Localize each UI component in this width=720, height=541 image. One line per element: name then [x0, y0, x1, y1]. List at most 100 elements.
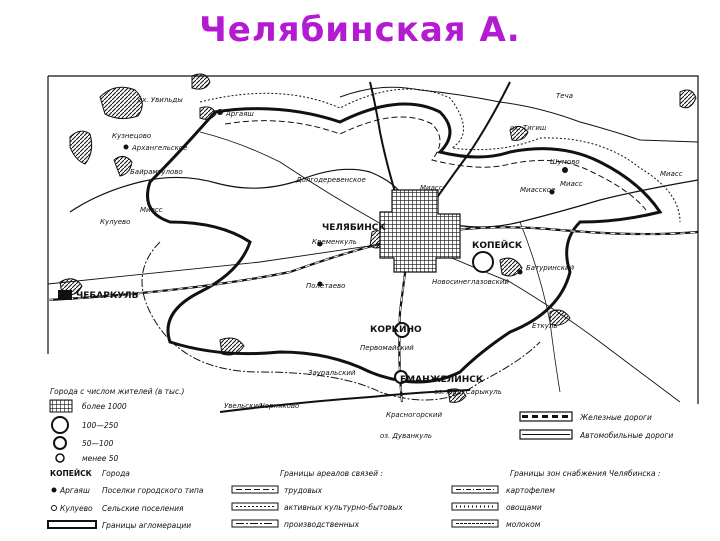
legend-tie-labor-swatch — [231, 485, 279, 494]
label-sarykul: оз. Мал. Сарыкуль — [434, 388, 502, 396]
map-border — [47, 75, 699, 404]
legend-road-label: Автомобильные дороги — [579, 431, 673, 440]
label-miasskoe: Миасское — [520, 186, 555, 194]
label-korkino: КОРКИНО — [370, 325, 422, 335]
legend-size-100: 100—250 — [82, 421, 118, 430]
river-tributary-line — [519, 221, 561, 393]
river-label-miass-center: Миасс — [420, 184, 443, 192]
chebarkul-marker — [58, 290, 72, 300]
river-label-miass-east: Миасс — [660, 170, 683, 178]
legend-pgt-sample: Аргаяш — [59, 486, 90, 495]
legend-size-1000: более 1000 — [82, 402, 127, 411]
legend-town-label: Города — [102, 469, 130, 478]
label-kremenkul: Кременкуль — [312, 238, 357, 246]
label-argayash: Аргаяш — [225, 110, 254, 118]
label-zauralsky: Зауральский — [308, 369, 356, 377]
label-etkul: Еткуль — [532, 322, 557, 330]
legend-tie-production: производственных — [284, 520, 360, 529]
label-poletaevo: Полетаево — [306, 282, 345, 290]
arkhangelskoe-marker — [123, 144, 129, 150]
legend-size-small: менее 50 — [82, 454, 119, 463]
shumovo-marker — [562, 167, 568, 173]
legend-agglo-swatch — [47, 520, 97, 529]
road-southeast — [409, 239, 681, 403]
legend-ties-header: Границы ареалов связей : — [280, 469, 383, 478]
river-label-miass-west: Миасс — [140, 206, 163, 214]
korkino-marker — [394, 322, 410, 338]
label-kulyevo: Кулуево — [100, 218, 130, 226]
legend-road-swatch — [519, 429, 573, 440]
lake-west — [69, 130, 93, 165]
label-chelyabinsk: ЧЕЛЯБИНСК — [322, 223, 386, 233]
lake-sarykul — [447, 388, 467, 403]
lake-east — [499, 257, 523, 277]
label-kopeysk: КОПЕЙСК — [472, 239, 523, 251]
legend-rail-label: Железные дороги — [579, 413, 652, 422]
yemanzhelinsk-marker — [394, 370, 408, 384]
legend-supply-header: Границы зон снабжения Челябинска : — [510, 469, 661, 478]
kremenkul-marker — [317, 241, 323, 247]
legend-tie-culture: активных культурно-бытовых — [284, 503, 403, 512]
legend-tie-culture-swatch — [231, 502, 279, 511]
legend-supply-vegetables-swatch — [451, 502, 499, 511]
slide-title: Челябинская А. — [199, 10, 521, 50]
lake-bayramgulovo — [113, 156, 133, 177]
road-northwest — [199, 131, 411, 241]
production-ties-boundary — [141, 241, 541, 401]
label-novosineglazovo: Новосинеглазовский — [432, 278, 509, 286]
label-shumovo: Шумово — [550, 158, 580, 166]
lake-south — [219, 337, 245, 356]
legend-rural-sample: Кулуево — [60, 504, 93, 513]
river-label-techa: Теча — [556, 92, 573, 100]
legend-cities-header: Города с числом жителей (в тыс.) — [50, 387, 184, 396]
legend-rural-dot — [51, 505, 57, 511]
baturinsky-marker — [517, 269, 523, 275]
lake-etkul — [549, 309, 571, 326]
argayash-marker — [217, 109, 223, 115]
legend-size-50-swatch — [53, 436, 67, 450]
legend-pgt-dot — [51, 487, 57, 493]
railway-southwest — [219, 389, 471, 413]
agglomeration-map: Теча Миасс Миасс Миасс Миасс ЧЕЛЯБИНСК К… — [40, 72, 702, 537]
label-uvelsky: Увельский — [224, 402, 263, 410]
poletaevo-marker — [317, 281, 323, 287]
labor-ties-boundary — [224, 116, 647, 211]
label-dolgoderevenskoe: Долгодеревенское — [295, 176, 366, 184]
map-svg: Теча Миасс Миасс Миасс Миасс ЧЕЛЯБИНСК К… — [47, 73, 699, 530]
label-bayramgulovo: Байрамгулово — [130, 168, 183, 176]
label-pervomaysky: Первомайский — [360, 344, 414, 352]
lake-north — [191, 73, 211, 90]
legend-supply-milk: молоком — [506, 520, 541, 529]
legend-rural-label: Сельские поселения — [102, 504, 184, 513]
legend-supply-vegetables: овощами — [506, 503, 542, 512]
label-uvildy: ох. Увильды — [138, 96, 183, 104]
road-west — [47, 239, 411, 285]
legend-size-100-swatch — [51, 416, 69, 434]
agglomeration-boundary — [146, 102, 663, 384]
legend-supply-potato: картофелем — [506, 486, 555, 495]
label-yemanzhelinsk: ЕМАНЖЕЛИНСК — [400, 375, 484, 385]
legend-tie-production-swatch — [231, 519, 279, 528]
label-baturinsky: Батуринский — [526, 264, 575, 272]
label-tygish: ох. Тигиш — [510, 124, 547, 132]
river-miass-line — [69, 168, 699, 228]
legend-rail-swatch — [519, 411, 573, 422]
label-chebarkul: ЧЕБАРКУЛЬ — [76, 291, 139, 301]
legend-town-sample: КОПЕЙСК — [50, 469, 93, 478]
legend-supply-potato-swatch — [451, 485, 499, 494]
label-krasnogorsky: Красногорский — [386, 411, 442, 419]
legend-agglo-label: Границы агломерации — [102, 521, 191, 530]
legend-size-1000-swatch — [49, 399, 73, 413]
legend-size-50: 50—100 — [82, 439, 114, 448]
legend-tie-labor: трудовых — [284, 486, 323, 495]
miasskoe-marker — [549, 189, 555, 195]
label-arkhangelskoe: Архангельское — [131, 144, 188, 152]
legend-supply-milk-swatch — [451, 519, 499, 528]
chelyabinsk-city-area — [379, 189, 461, 273]
lake-tygish — [509, 126, 529, 141]
label-kuznetsovo: Кузнецово — [112, 132, 151, 140]
label-dvinkul: оз. Дуванкуль — [380, 432, 432, 440]
lake-uvildy — [99, 86, 143, 120]
kopeysk-marker — [472, 251, 494, 273]
label-chernyakovo: Черняково — [260, 402, 299, 410]
